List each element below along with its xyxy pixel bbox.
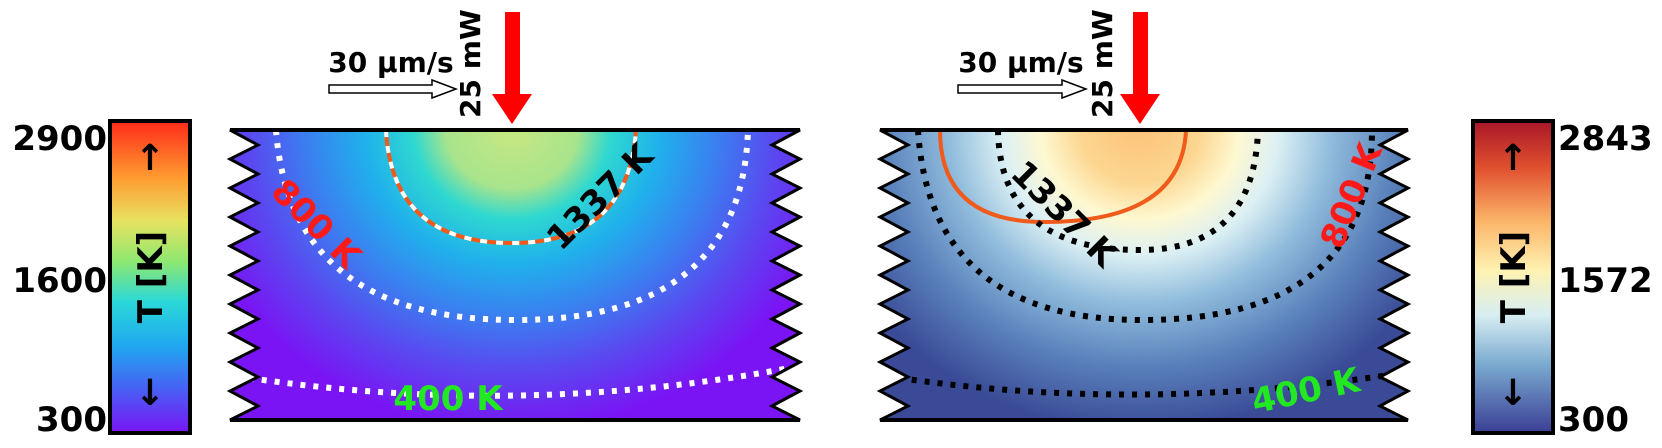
left-colorbar-gradient (108, 119, 192, 435)
left-colorbar-mid: 1600 (12, 261, 107, 301)
right-colorbar-gradient (1471, 119, 1555, 435)
right-contour-800 (915, 130, 1375, 324)
right-contour-1337 (938, 130, 1188, 225)
right-panel: 1337 K 800 K 400 K 30 μm/s 25 mW (876, 9, 1412, 422)
right-colorbar-mid: 1572 (1558, 261, 1653, 301)
left-colorbar-max: 2900 (12, 119, 107, 159)
left-colorbar-min: 300 (36, 400, 107, 440)
right-contour-inner (995, 130, 1261, 254)
right-colorbar-down-arrow: ↓ (1498, 373, 1528, 414)
left-speed-label: 30 μm/s (328, 46, 453, 79)
right-scan-arrow (957, 78, 1089, 100)
left-colorbar: 2900 1600 300 ↑ T [K] ↓ (12, 119, 192, 440)
right-colorbar-min: 300 (1558, 400, 1629, 440)
left-laser-beam (492, 12, 532, 124)
left-colorbar-down-arrow: ↓ (135, 373, 165, 414)
right-colorbar-up-arrow: ↑ (1498, 138, 1528, 179)
right-laser-beam (1120, 12, 1160, 124)
right-colorbar: 2843 1572 300 ↑ T [K] ↓ (1471, 119, 1653, 440)
left-label-400: 400 K (393, 379, 504, 419)
left-colorbar-up-arrow: ↑ (135, 138, 165, 179)
right-temperature-field (880, 130, 1408, 420)
left-temperature-field (230, 130, 800, 420)
right-colorbar-max: 2843 (1558, 119, 1653, 159)
right-colorbar-label: T [K] (1494, 231, 1534, 323)
left-contour-800 (273, 130, 751, 324)
left-contour-400 (235, 363, 800, 399)
left-panel: 800 K 1337 K 400 K 30 μm/s 25 mW (226, 9, 804, 422)
right-speed-label: 30 μm/s (958, 46, 1083, 79)
left-contour-1337 (384, 130, 638, 246)
left-power-label: 25 mW (454, 9, 487, 118)
left-colorbar-label: T [K] (131, 231, 171, 323)
left-scan-arrow (328, 78, 459, 100)
right-power-label: 25 mW (1086, 9, 1119, 118)
